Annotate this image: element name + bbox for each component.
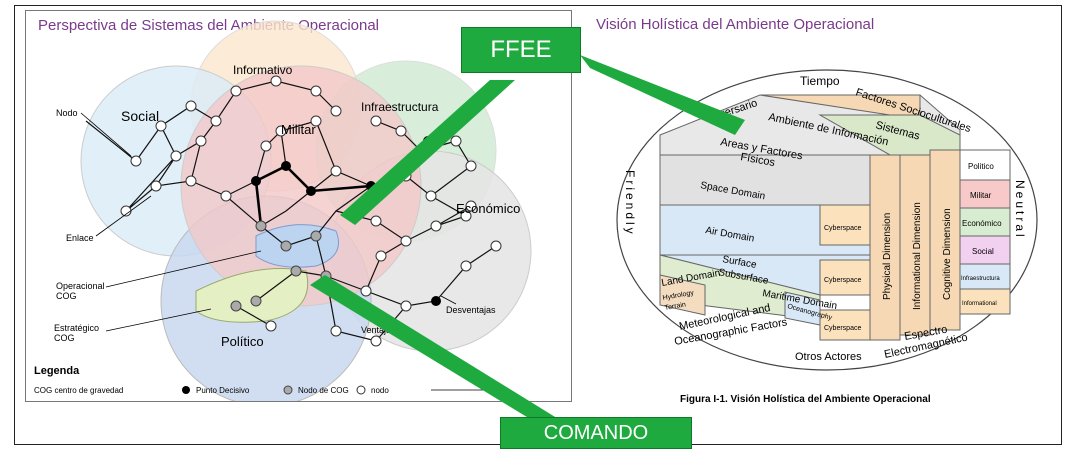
tiempo-label: Tiempo [800,74,840,88]
infraestructura-label: Infraestructura [361,100,439,114]
informational-dim-label: Informational Dimension [912,202,923,310]
cognitive-dim-label: Cognitive Dimension [942,208,953,300]
physical-dimension-column [869,154,901,341]
otros-actores-label: Otros Actores [795,351,862,363]
politico-label: Político [221,334,264,349]
economico-cell [959,207,1011,237]
cyberspace-2-label: Cyberspace [824,277,861,284]
cyberspace-3 [819,309,871,341]
economico-label: Económico [456,201,520,216]
operacional-callout-1: Operacional [56,281,105,291]
infra-cell-label: Infraestructura [961,276,1000,282]
cyberspace-1 [819,204,871,246]
legend-title: Legenda [34,365,80,377]
militar-cell-label: Militar [970,191,992,200]
legend-nodo: nodo [371,386,389,395]
right-panel-title: Visión Holística del Ambiente Operaciona… [596,16,875,33]
enlace-callout: Enlace [66,233,94,243]
neutral-label: Neutral [1013,180,1027,240]
figure-caption: Figura I-1. Visión Holística del Ambient… [680,394,931,405]
cognitive-dimension-column [929,149,961,331]
space-domain-layer [659,154,871,206]
desventajas-callout: Desventajas [446,305,496,315]
social-label: Social [121,108,159,124]
terrain-label: Terrain [664,301,686,312]
social-cell-label: Social [972,247,994,256]
comando-label: COMANDO [500,417,692,449]
informational-cell-label: Informational [962,301,997,307]
legend-decisive-swatch [182,386,190,394]
physical-dim-label: Physical Dimension [882,213,893,300]
holistic-view-diagram: Tiempo Factores Socioculturales Adversar… [616,69,1038,405]
politico-cell-label: Politico [968,162,994,171]
informational-cell [959,288,1011,315]
operacional-callout-2: COG [56,291,77,301]
cyberspace-3-label: Cyberspace [824,325,861,332]
social-cell [959,235,1011,265]
militar-label: Militar [281,122,316,137]
ffee-label: FFEE [461,27,581,73]
estrategico-callout-1: Estratégico [54,323,99,333]
estrategico-callout-2: COG [54,333,75,343]
operational-cog-blob [255,224,339,268]
legend-punto: Punto Decisivo [196,386,250,395]
legend-node-swatch [356,385,366,395]
ventajas-callout: Ventajas [361,325,396,335]
cyberspace-1-label: Cyberspace [824,225,861,232]
nodo-callout: Nodo [56,108,78,118]
politico-cell [959,149,1011,181]
informativo-label: Informativo [233,63,293,77]
strategic-cog-blob [195,268,309,323]
economico-cell-label: Económico [962,219,1002,228]
legend-cog: COG centro de gravedad [34,386,123,395]
informational-dimension-column [899,154,931,336]
friendly-label: Friendly [623,170,637,237]
legend-cog-swatch [283,385,293,395]
holistic-view-panel: Visión Holística del Ambiente Operaciona… [590,10,1060,410]
legend-nodo-cog: Nodo de COG [298,386,349,395]
terrain-layer [659,274,706,316]
militar-cell [959,179,1011,209]
systems-band [818,114,961,156]
